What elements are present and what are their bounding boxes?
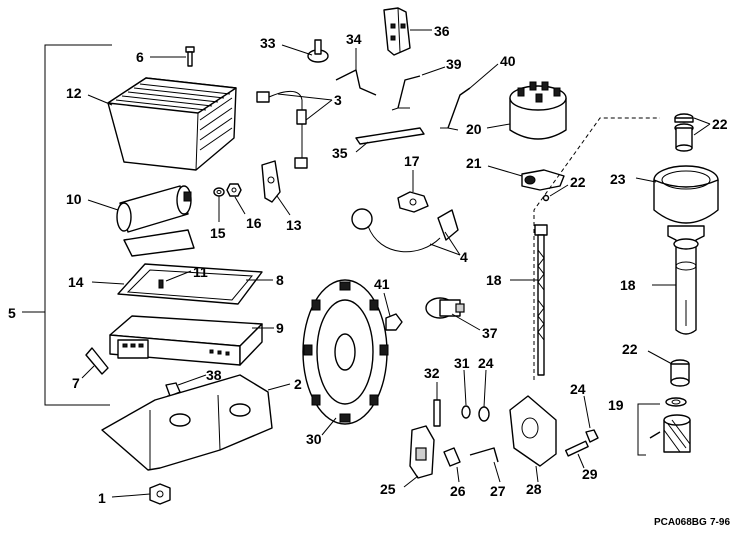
part-4-harness — [351, 208, 461, 256]
part-9-module — [109, 315, 274, 366]
bracket-5 — [22, 44, 112, 406]
dashed-outline — [533, 117, 660, 380]
part-22-pin-small — [542, 184, 569, 202]
callout-18-right: 18 — [620, 277, 636, 293]
part-30-trigger — [302, 279, 389, 436]
callout-3: 3 — [334, 92, 342, 108]
part-27-clip — [469, 447, 501, 483]
callout-21: 21 — [466, 155, 482, 171]
callout-29: 29 — [582, 466, 598, 482]
part-12-module-cover — [87, 77, 237, 171]
part-24-nut — [478, 369, 490, 422]
callout-16: 16 — [246, 215, 262, 231]
callout-38: 38 — [206, 367, 222, 383]
part-31-washer — [461, 369, 471, 419]
part-10-coil — [87, 185, 195, 257]
part-32-bolt — [433, 382, 441, 427]
callout-labels: 1 2 3 4 5 6 7 8 9 10 11 12 13 14 15 16 1… — [8, 23, 728, 506]
callout-2: 2 — [294, 376, 302, 392]
callout-22-top: 22 — [712, 116, 728, 132]
callout-25: 25 — [380, 481, 396, 497]
callout-33: 33 — [260, 35, 276, 51]
callout-5: 5 — [8, 305, 16, 321]
callout-4: 4 — [460, 249, 468, 265]
callout-30: 30 — [306, 431, 322, 447]
part-16-nut — [226, 183, 246, 215]
callout-23: 23 — [610, 171, 626, 187]
callout-39: 39 — [446, 56, 462, 72]
part-17-retainer — [397, 170, 429, 213]
callout-40: 40 — [500, 53, 516, 69]
part-36-terminal-block — [383, 7, 432, 56]
part-18-shaft-housing — [652, 225, 705, 335]
part-1-nut — [111, 483, 171, 505]
part-34-bracket — [335, 48, 377, 96]
part-13-plate — [261, 160, 291, 216]
callout-32: 32 — [424, 365, 440, 381]
callout-35: 35 — [332, 145, 348, 161]
callout-22-rotor: 22 — [570, 174, 586, 190]
callout-6: 6 — [136, 49, 144, 65]
callout-37: 37 — [482, 325, 498, 341]
part-40-strap — [440, 63, 499, 131]
callout-24-right: 24 — [570, 381, 586, 397]
figure-code: PCA068BG — [654, 517, 707, 528]
callout-22-bottom: 22 — [622, 341, 638, 357]
part-18-shaft — [510, 224, 548, 376]
part-25-sensor — [403, 425, 435, 488]
callout-9: 9 — [276, 320, 284, 336]
part-35-terminal-strip — [355, 127, 425, 153]
part-23-housing — [635, 165, 719, 224]
callout-20: 20 — [466, 121, 482, 137]
part-20-distributor-cap — [486, 81, 567, 140]
callout-15: 15 — [210, 225, 226, 241]
part-22-bushing-top — [674, 113, 711, 152]
part-6-screw — [150, 46, 195, 67]
callout-31: 31 — [454, 355, 470, 371]
part-29-bolt — [564, 440, 589, 469]
part-15-washer — [213, 187, 225, 222]
callout-28: 28 — [526, 481, 542, 497]
callout-13: 13 — [286, 217, 302, 233]
part-19-gear-group — [637, 397, 691, 456]
part-21-rotor — [487, 165, 565, 191]
part-8-gasket — [91, 263, 273, 305]
callout-7: 7 — [72, 375, 80, 391]
figure-date: 7-96 — [710, 517, 730, 528]
part-3-wire — [256, 90, 333, 169]
part-26-clip — [443, 447, 461, 483]
part-41-nut — [383, 292, 403, 331]
part-22-bushing-bottom — [647, 350, 690, 387]
callout-17: 17 — [404, 153, 420, 169]
callout-24: 24 — [478, 355, 494, 371]
callout-27: 27 — [490, 483, 506, 499]
part-11-pin — [158, 270, 192, 289]
callout-8: 8 — [276, 272, 284, 288]
part-7-strip — [81, 347, 109, 379]
callout-34: 34 — [346, 31, 362, 47]
part-39-strap — [391, 66, 446, 111]
callout-1: 1 — [98, 490, 106, 506]
callout-12: 12 — [66, 85, 82, 101]
callout-18: 18 — [486, 272, 502, 288]
part-33-clip — [281, 39, 329, 63]
callout-10: 10 — [66, 191, 82, 207]
part-37-switch — [425, 297, 481, 331]
part-28-plate — [509, 395, 557, 483]
callout-14: 14 — [68, 274, 84, 290]
callout-11: 11 — [193, 264, 208, 280]
callout-19: 19 — [608, 397, 624, 413]
part-2-bracket — [101, 374, 291, 471]
part-24-nut-right — [583, 395, 599, 443]
callout-36: 36 — [434, 23, 450, 39]
callout-41: 41 — [374, 276, 390, 292]
callout-26: 26 — [450, 483, 466, 499]
